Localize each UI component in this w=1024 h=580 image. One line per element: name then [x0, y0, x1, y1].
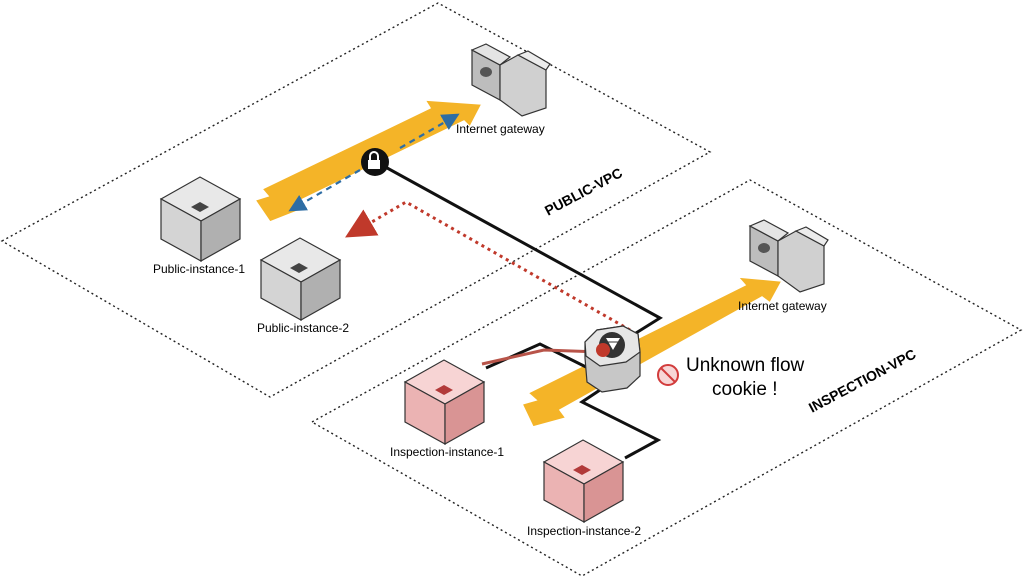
public-flow-arrow-left — [288, 169, 361, 212]
inspection-internet-gateway-icon — [748, 219, 829, 293]
public-instance-2-label: Public-instance-2 — [257, 321, 349, 335]
inspection-gateway-label: Internet gateway — [738, 299, 827, 313]
inspection-vpc-label: INSPECTION-VPC — [806, 346, 919, 416]
inspection-instance-1-icon — [403, 359, 486, 446]
public-gateway-label: Internet gateway — [456, 122, 545, 136]
link-to-inspection-1 — [485, 342, 593, 372]
public-instance-2-icon — [259, 237, 342, 322]
inspection-instance-2-icon — [542, 439, 625, 524]
inspection-vpc-boundary — [310, 179, 1023, 577]
public-instance-1-label: Public-instance-1 — [153, 262, 245, 276]
error-message-line-1: Unknown flow — [686, 355, 805, 376]
error-prohibited-icon — [657, 364, 679, 386]
vpc-endpoint-icon — [361, 148, 389, 176]
link-rejected-to-inspection-1 — [481, 348, 601, 366]
rejected-return-flow — [345, 200, 631, 332]
public-vpc-label: PUBLIC-VPC — [542, 164, 625, 218]
tunnel-link — [377, 161, 663, 340]
public-vpc-boundary — [0, 2, 712, 398]
error-message-line-2: cookie ! — [712, 379, 777, 400]
inspection-traffic-arrow — [520, 276, 784, 428]
gateway-load-balancer-icon — [584, 325, 641, 393]
inspection-instance-2-label: Inspection-instance-2 — [527, 524, 641, 538]
inspection-instance-1-label: Inspection-instance-1 — [390, 445, 504, 459]
public-internet-gateway-icon — [470, 43, 551, 117]
public-instance-1-icon — [159, 176, 242, 263]
link-to-inspection-2 — [579, 384, 662, 460]
